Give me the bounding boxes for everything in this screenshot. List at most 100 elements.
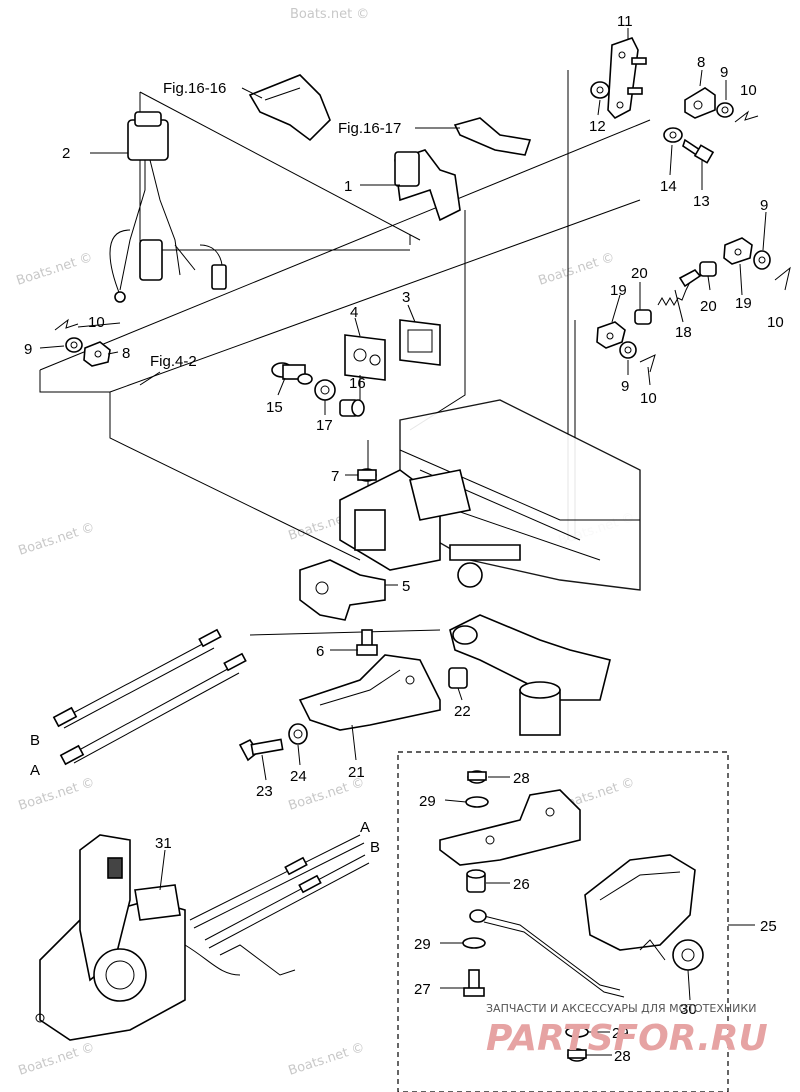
part-8-joint-top xyxy=(684,87,716,119)
label-part-29: 29 xyxy=(612,1025,629,1042)
leader-lines xyxy=(39,70,651,636)
part-24-washer xyxy=(288,723,308,745)
cable-label-a: A xyxy=(30,762,40,779)
fig-16-17-plate xyxy=(453,117,532,156)
leader-line xyxy=(409,210,466,431)
kit-washer-29-mid xyxy=(462,937,486,949)
part-12-washer xyxy=(590,81,610,99)
part-25-kit xyxy=(397,751,755,1092)
leader-line xyxy=(109,199,641,393)
cable-label-a: A xyxy=(360,819,370,836)
part-16-collar xyxy=(339,399,365,417)
part-1-bracket xyxy=(394,149,461,222)
part-19-joint-right xyxy=(723,237,753,265)
label-part-23: 23 xyxy=(256,783,273,800)
label-part-29: 29 xyxy=(419,793,436,810)
label-part-26: 26 xyxy=(513,876,530,893)
watermark: Boats.net © xyxy=(287,1040,367,1079)
label-part-18: 18 xyxy=(675,324,692,341)
label-part-1: 1 xyxy=(344,178,352,195)
kit-collar-26 xyxy=(466,869,486,893)
leader-line xyxy=(139,91,421,241)
part-17-bushing xyxy=(314,379,336,401)
callout-leaders xyxy=(39,28,767,1056)
label-part-9: 9 xyxy=(760,197,768,214)
footer-caption: ЗАПЧАСТИ И АКСЕССУАРЫ ДЛЯ МОТОТЕХНИКИ xyxy=(486,1002,756,1015)
part-2-switch-harness xyxy=(109,111,227,303)
part-4-grommet xyxy=(344,334,386,381)
part-22-shift-arm xyxy=(448,614,611,736)
watermark: Boats.net © xyxy=(15,250,95,289)
label-part-10: 10 xyxy=(740,82,757,99)
label-part-28: 28 xyxy=(614,1048,631,1065)
label-part-5: 5 xyxy=(402,578,410,595)
label-part-9: 9 xyxy=(720,64,728,81)
leader-line xyxy=(39,370,110,393)
label-part-9: 9 xyxy=(621,378,629,395)
label-part-20: 20 xyxy=(631,265,648,282)
watermark: Boats.net © xyxy=(17,1040,97,1079)
label-part-24: 24 xyxy=(290,768,307,785)
part-14-washer xyxy=(663,127,683,143)
kit-washer-29-top xyxy=(465,796,489,808)
footer-branding: ЗАПЧАСТИ И АКСЕССУАРЫ ДЛЯ МОТОТЕХНИКИ PA… xyxy=(486,1002,768,1059)
kit-bracket xyxy=(439,789,581,866)
leader-line xyxy=(249,629,441,636)
label-part-22: 22 xyxy=(454,703,471,720)
label-part-9: 9 xyxy=(24,341,32,358)
fig-ref-4-2[interactable]: Fig.4-2 xyxy=(150,353,197,370)
fig-16-16-bracket xyxy=(248,74,331,142)
part-19-joint-left xyxy=(596,321,626,349)
footer-brand-logo: PARTSFOR.RU xyxy=(486,1018,768,1059)
part-6-bolt xyxy=(356,629,378,656)
part-23-bolt xyxy=(238,738,284,762)
cable-label-b: B xyxy=(30,732,40,749)
label-part-13: 13 xyxy=(693,193,710,210)
part-3-plate xyxy=(399,319,441,366)
part-18-spring xyxy=(657,268,702,307)
label-part-4: 4 xyxy=(350,304,358,321)
label-part-21: 21 xyxy=(348,764,365,781)
kit-nut-30 xyxy=(672,939,704,971)
cable-left xyxy=(52,628,247,766)
label-part-28: 28 xyxy=(513,770,530,787)
part-labels: Fig.16-16 Fig.16-17 Fig.4-2 1 2 3 4 5 6 … xyxy=(24,13,784,1065)
part-10-clips xyxy=(54,110,791,373)
label-part-10: 10 xyxy=(767,314,784,331)
label-part-8: 8 xyxy=(122,345,130,362)
part-8-joint-left xyxy=(83,341,111,367)
part-21-bracket xyxy=(298,654,441,731)
label-part-16: 16 xyxy=(349,375,366,392)
label-part-25: 25 xyxy=(760,918,777,935)
fig-ref-16-17[interactable]: Fig.16-17 xyxy=(338,120,401,137)
watermark: Boats.net © xyxy=(290,7,369,22)
fig-ref-16-16[interactable]: Fig.16-16 xyxy=(163,80,226,97)
label-part-27: 27 xyxy=(414,981,431,998)
engine-bracket-ghost xyxy=(339,399,641,591)
kit-nut-28-bottom xyxy=(567,1048,587,1062)
label-part-3: 3 xyxy=(402,289,410,306)
part-9-washers xyxy=(65,102,771,359)
watermark: Boats.net © xyxy=(17,775,97,814)
label-part-11: 11 xyxy=(617,13,633,30)
part-11-lever xyxy=(607,37,647,120)
label-part-14: 14 xyxy=(660,178,677,195)
leader-line xyxy=(109,392,361,561)
label-part-10: 10 xyxy=(88,314,105,331)
part-7-nut xyxy=(357,468,377,482)
kit-cover xyxy=(584,854,696,951)
label-part-10: 10 xyxy=(640,390,657,407)
cable-label-b: B xyxy=(370,839,380,856)
label-part-19: 19 xyxy=(735,295,752,312)
kit-bolt-27 xyxy=(463,969,485,997)
label-part-6: 6 xyxy=(316,643,324,660)
part-31-remote-control xyxy=(35,834,296,1041)
part-13-bolt xyxy=(682,138,715,164)
label-part-15: 15 xyxy=(266,399,283,416)
label-part-20: 20 xyxy=(700,298,717,315)
label-part-7: 7 xyxy=(331,468,339,485)
cable-right xyxy=(189,834,370,949)
label-part-2: 2 xyxy=(62,145,70,162)
watermark: Boats.net © xyxy=(17,520,97,559)
